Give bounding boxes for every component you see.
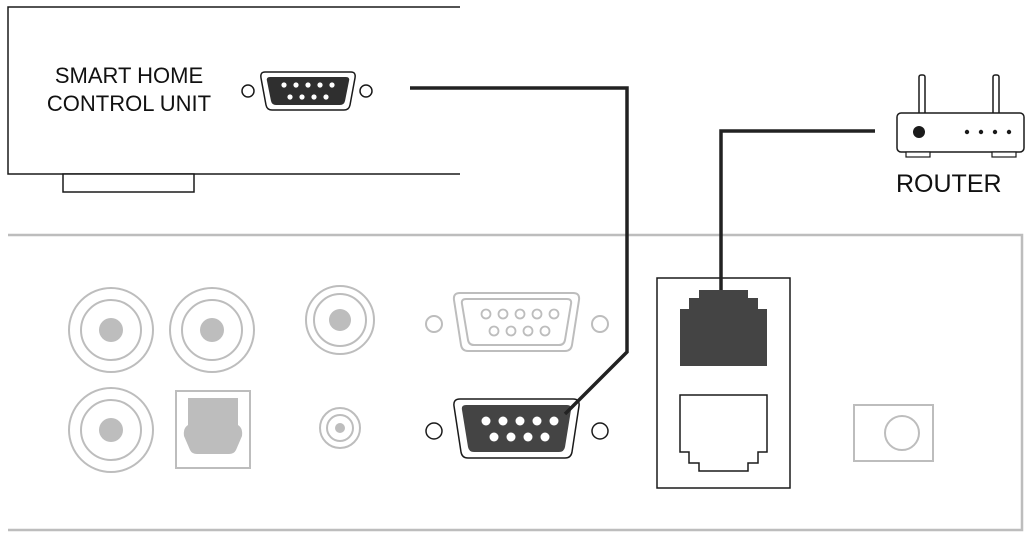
control-unit-serial-port: [241, 71, 373, 111]
serial-cable: [410, 86, 629, 416]
serial-port-icon: [266, 77, 350, 105]
optical-port-icon: [175, 390, 251, 469]
control-unit-label-line1: SMART HOME: [54, 63, 204, 88]
ethernet-port-connected: [680, 290, 767, 366]
control-unit-label-line2: CONTROL UNIT: [46, 91, 212, 116]
panel-serial-port-connected: [425, 398, 609, 459]
router-label: ROUTER: [896, 170, 1002, 198]
coax-jacks: [305, 285, 375, 449]
rca-jack-icon: [68, 387, 154, 473]
coax-jack-icon: [305, 285, 375, 355]
panel-serial-port-unused: [425, 292, 609, 352]
back-panel: [8, 233, 1024, 532]
router-icon: [896, 74, 1025, 158]
control-unit: [7, 6, 460, 193]
ethernet-port-unused: [679, 394, 768, 472]
control-unit-label: SMART HOME CONTROL UNIT: [24, 62, 234, 118]
ethernet-cable: [719, 129, 875, 290]
rca-jack-icon: [68, 287, 154, 373]
rca-jacks: [68, 287, 255, 473]
serial-port-icon: [460, 298, 573, 346]
rca-jack-icon: [169, 287, 255, 373]
square-button-icon: [853, 404, 934, 462]
coax-jack-icon: [319, 407, 361, 449]
serial-port-icon: [461, 405, 572, 452]
